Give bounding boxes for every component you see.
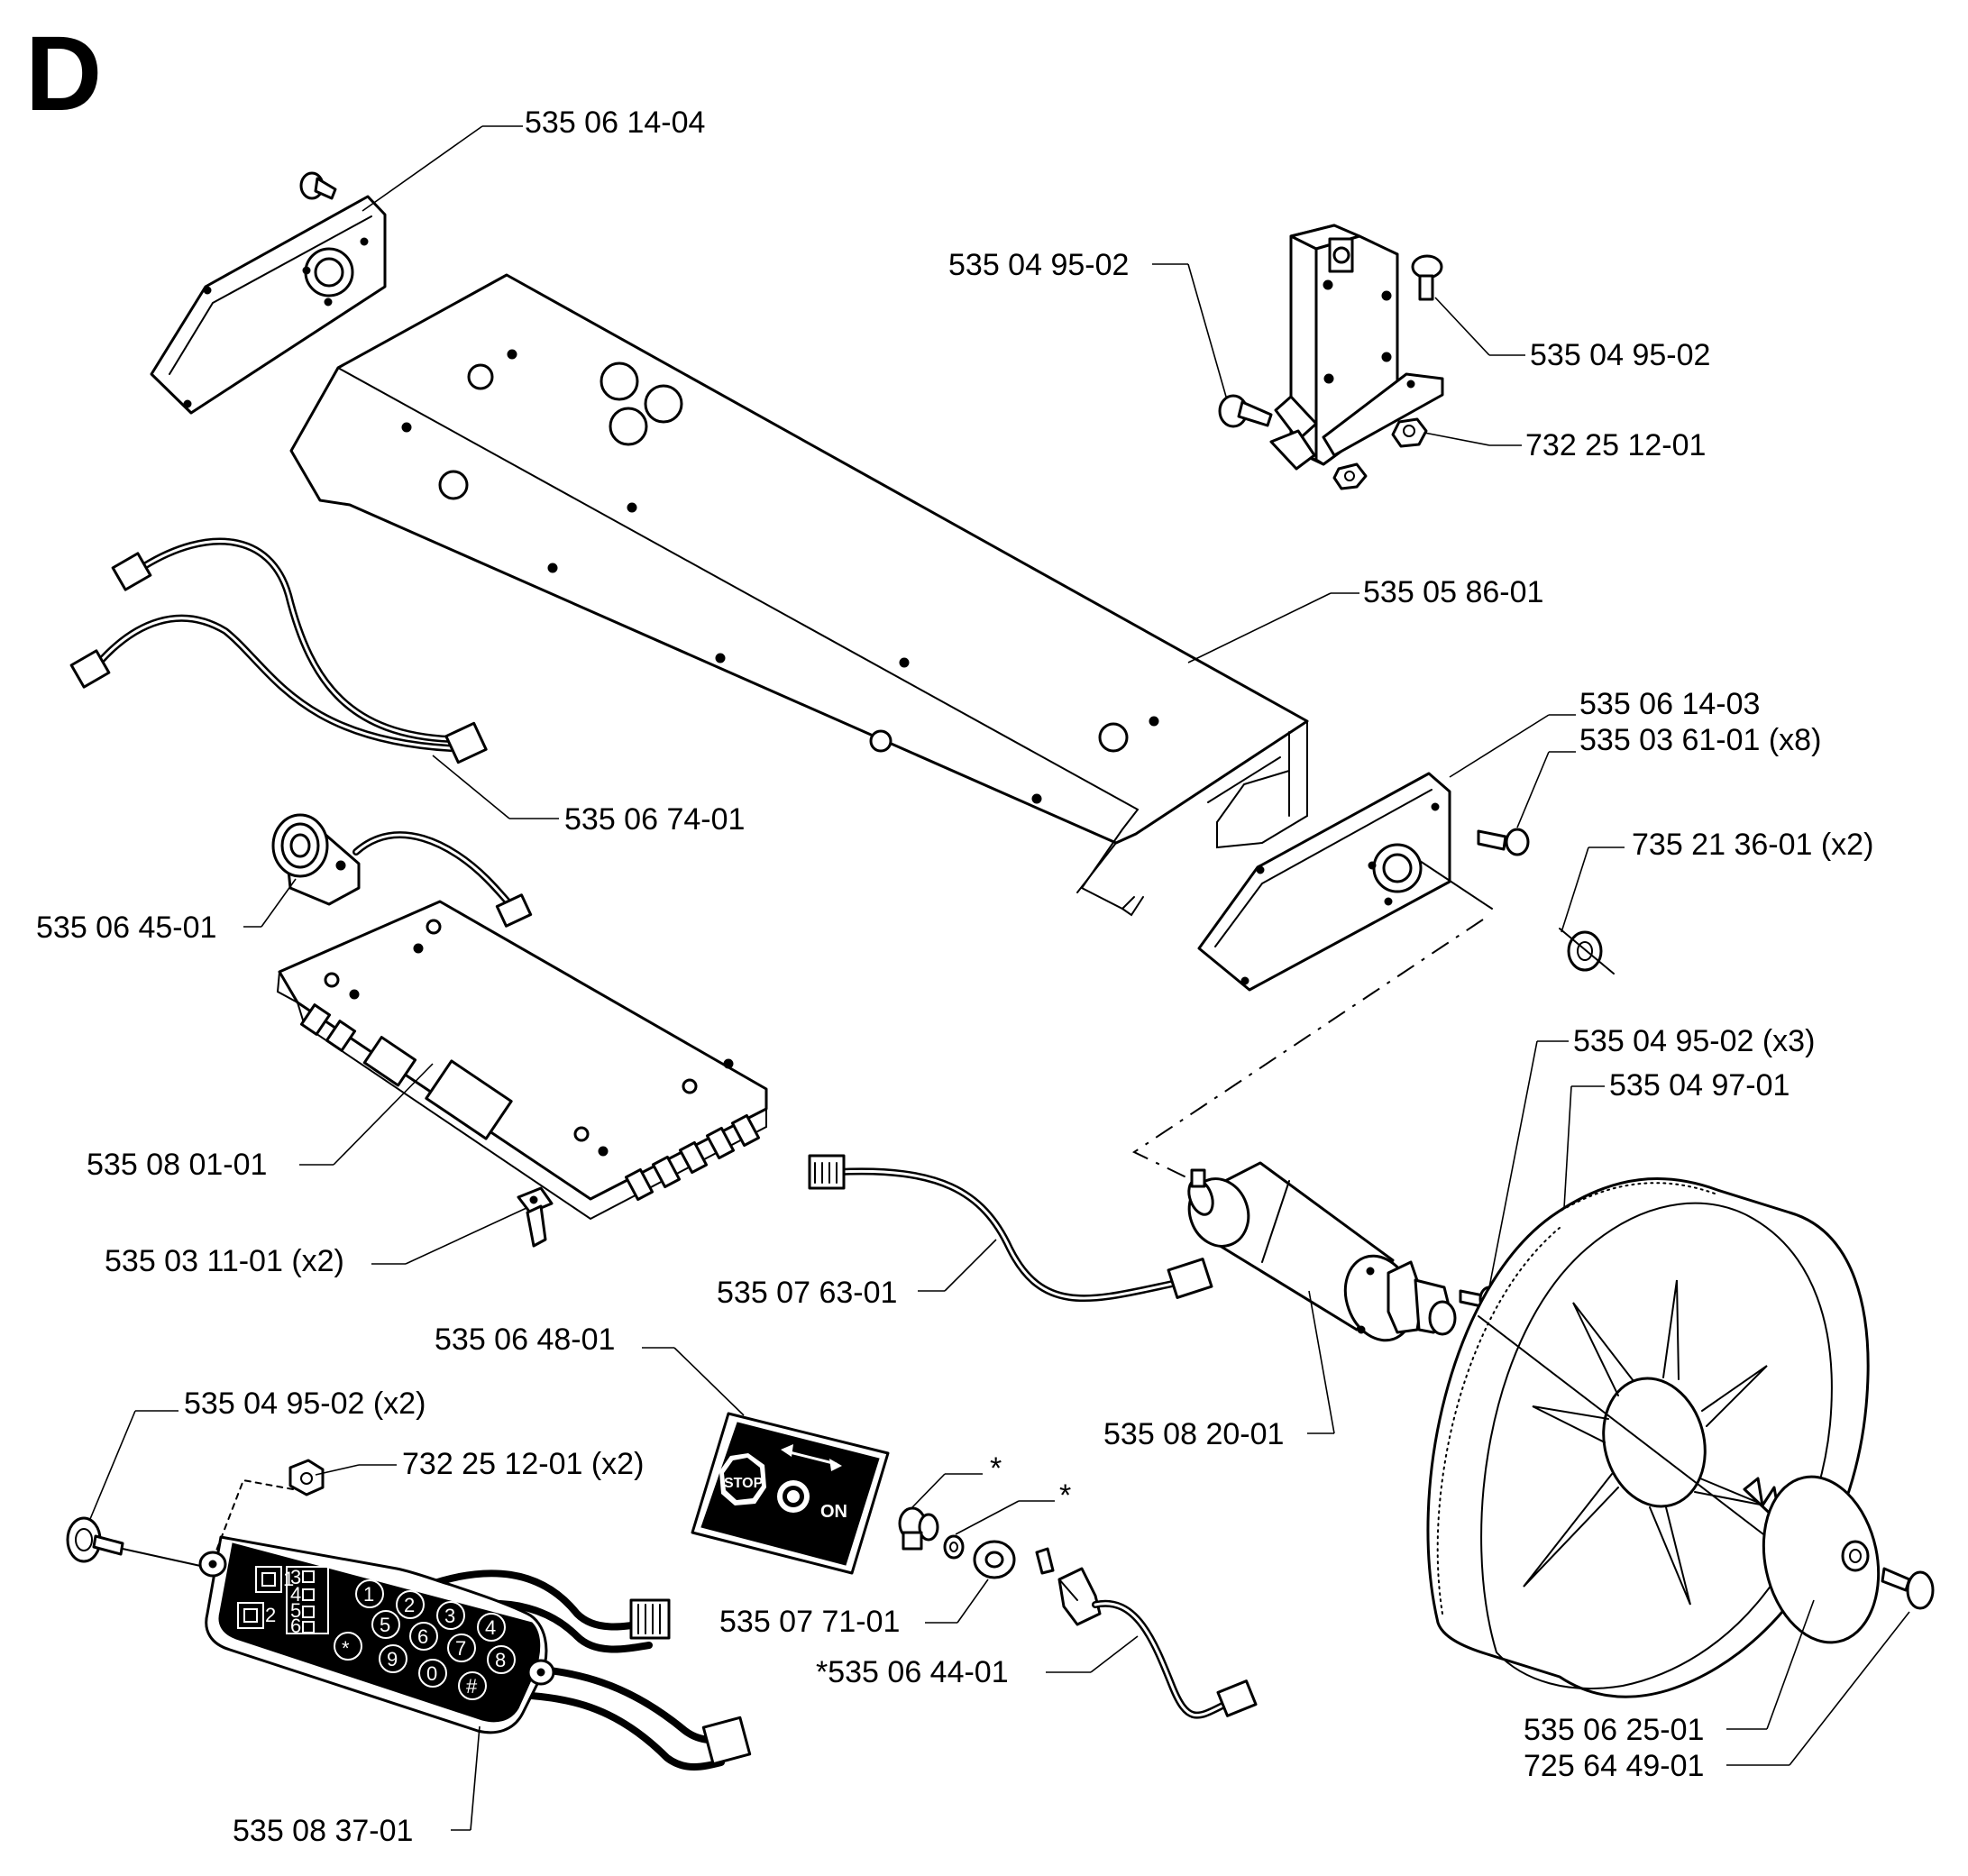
side-key-label: 3 <box>290 1566 301 1588</box>
decal-stop-text: STOP <box>724 1476 764 1491</box>
label-screw-x8: 535 03 61-01 (x8) <box>1579 723 1821 757</box>
section-letter: D <box>25 14 102 133</box>
label-housing: 535 05 86-01 <box>1363 575 1543 609</box>
key-label: 7 <box>455 1637 466 1660</box>
switch-washer <box>943 1534 965 1560</box>
side-key-label: 5 <box>290 1599 301 1622</box>
label-nut-keypad-x2: 732 25 12-01 (x2) <box>402 1447 644 1481</box>
end-plate-left <box>150 195 387 415</box>
key-label: * <box>342 1637 350 1660</box>
switch-knob <box>898 1506 939 1551</box>
label-hub-screw: 725 64 49-01 <box>1524 1749 1704 1783</box>
label-circuit-board: 535 08 01-01 <box>87 1148 267 1182</box>
screw-right-plate <box>1477 828 1530 856</box>
key-label: # <box>466 1675 478 1698</box>
housing <box>289 273 1309 917</box>
label-screw-x3: 535 04 95-02 (x3) <box>1573 1024 1815 1058</box>
keypad-screw <box>66 1516 124 1563</box>
key-label: 1 <box>363 1583 374 1606</box>
motor-cable <box>808 1154 1213 1303</box>
label-motor-cable: 535 07 63-01 <box>717 1276 897 1310</box>
label-hub-cap: 535 06 25-01 <box>1524 1713 1704 1747</box>
label-keypad: 535 08 37-01 <box>233 1814 413 1848</box>
label-screw-bracket-left: 535 04 95-02 <box>948 248 1129 282</box>
key-label: 6 <box>417 1625 428 1648</box>
end-plate-right <box>1197 772 1451 992</box>
nut-bracket-right <box>1391 417 1428 448</box>
clip <box>517 1186 554 1248</box>
key-label: 5 <box>380 1614 390 1636</box>
label-switch-mark-2: * <box>1059 1478 1071 1513</box>
key-label: 3 <box>444 1605 455 1627</box>
label-screw-keypad-x2: 535 04 95-02 (x2) <box>184 1386 426 1421</box>
circuit-board <box>276 900 768 1221</box>
connector <box>271 813 533 928</box>
label-screw-bracket-right: 535 04 95-02 <box>1530 338 1710 372</box>
keypad-number-keys: 1 2 3 4 5 6 7 8 9 0 * # <box>334 1579 516 1700</box>
double-arrow-icon <box>781 1444 842 1471</box>
key-label: 8 <box>495 1649 506 1671</box>
lock-washer <box>1559 928 1615 975</box>
side-key-label: 4 <box>290 1583 301 1606</box>
label-cable-harness: 535 06 74-01 <box>564 802 745 837</box>
label-wheel: 535 04 97-01 <box>1609 1068 1790 1103</box>
spacer <box>973 1540 1016 1579</box>
key-label: 2 <box>404 1594 415 1616</box>
keypad-side-keys: 1 2 3 4 5 6 <box>237 1566 329 1637</box>
screw-bracket-left <box>1218 394 1273 428</box>
hub-screw <box>1881 1567 1935 1610</box>
label-switch: *535 06 44-01 <box>816 1655 1009 1689</box>
screw-left-plate <box>299 171 337 200</box>
label-clip-x2: 535 03 11-01 (x2) <box>105 1244 344 1278</box>
cable-harness <box>69 537 488 764</box>
keypad-nut <box>288 1459 325 1496</box>
screw-bracket-top <box>1411 254 1443 301</box>
key-label: 9 <box>387 1648 398 1670</box>
toggle-switch <box>1035 1547 1258 1719</box>
label-switch-mark-1: * <box>990 1451 1002 1486</box>
label-nut-bracket: 732 25 12-01 <box>1525 428 1706 462</box>
label-end-plate-right: 535 06 14-03 <box>1579 687 1760 721</box>
label-connector: 535 06 45-01 <box>36 911 216 945</box>
nut-bracket-bottom <box>1332 462 1368 490</box>
key-label: 4 <box>485 1616 496 1639</box>
label-spacer: 535 07 71-01 <box>719 1605 900 1639</box>
switch-bracket <box>1269 224 1444 471</box>
wheel <box>1426 1177 1870 1698</box>
decal-on-text: ON <box>820 1502 847 1522</box>
side-key-label: 2 <box>265 1604 276 1626</box>
hub-cap <box>1743 1475 1881 1644</box>
motor <box>1187 1161 1457 1342</box>
label-motor: 535 08 20-01 <box>1103 1417 1284 1451</box>
key-label: 0 <box>426 1662 437 1685</box>
decal: STOP ON <box>691 1412 890 1575</box>
label-end-plate-left: 535 06 14-04 <box>525 105 705 140</box>
side-key-label: 6 <box>290 1615 301 1637</box>
label-washer-x2: 735 21 36-01 (x2) <box>1632 828 1873 862</box>
label-decal: 535 06 48-01 <box>435 1322 615 1357</box>
